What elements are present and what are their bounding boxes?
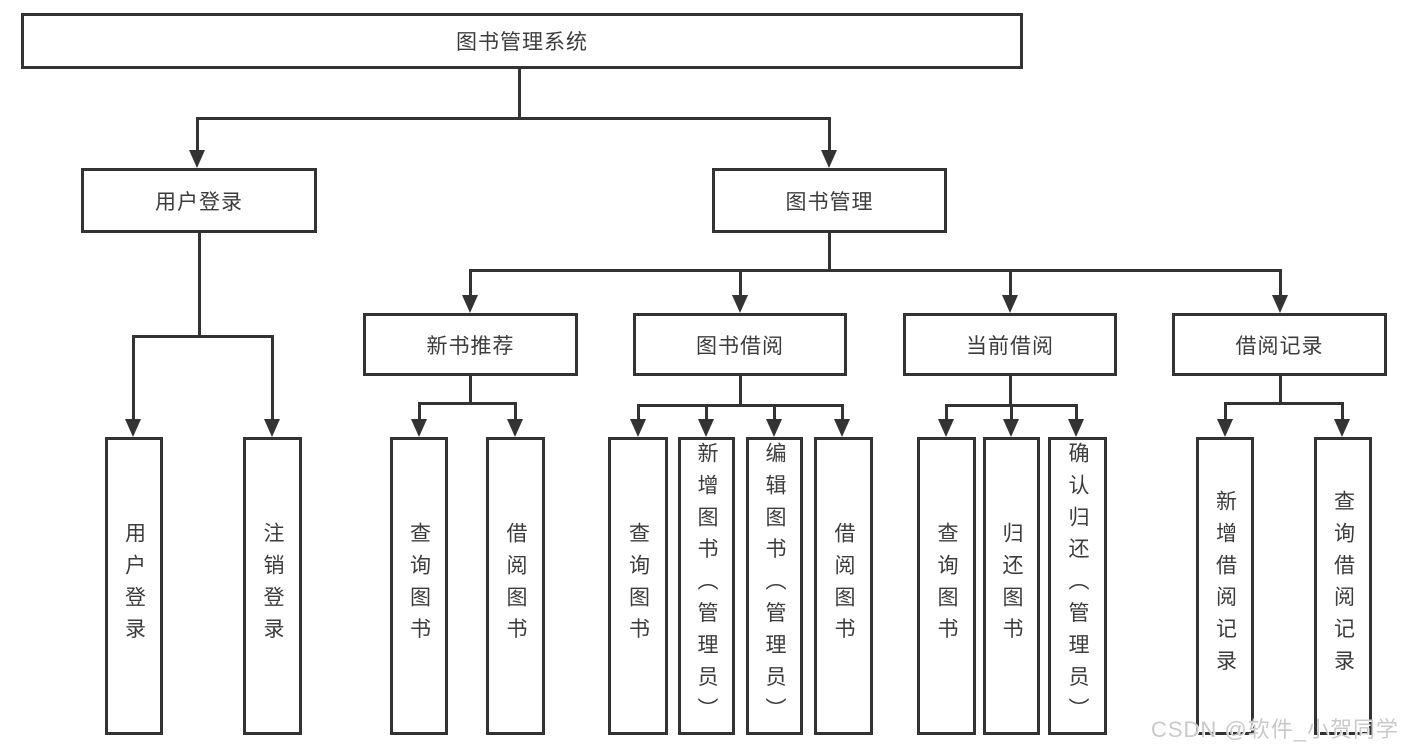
node-current-borrowing: 当前借阅 (903, 313, 1117, 376)
connector-line (469, 376, 472, 404)
leaf-confirm-return-admin: 确认归还（管理员） (1048, 437, 1107, 735)
connector-line (132, 335, 135, 419)
connector-line (1224, 402, 1344, 405)
leaf-borrow-books-label: 借阅图书 (832, 522, 855, 650)
connector-line (739, 269, 742, 295)
connector-line (514, 402, 517, 419)
leaf-borrow-books-recommend-label: 借阅图书 (504, 522, 527, 650)
connector-line (739, 376, 742, 406)
arrow-down-icon (834, 419, 850, 437)
node-book-management-label: 图书管理 (785, 190, 874, 214)
leaf-query-borrow-record-label: 查询借阅记录 (1331, 490, 1355, 682)
leaf-add-books-admin-label: 新增图书（管理员） (695, 442, 718, 730)
connector-line (469, 269, 1282, 272)
arrow-down-icon (938, 419, 954, 437)
node-new-book-recommend-label: 新书推荐 (426, 334, 515, 358)
leaf-user-login: 用户登录 (105, 437, 163, 735)
arrow-down-icon (125, 419, 141, 437)
leaf-query-books-current-label: 查询图书 (935, 522, 958, 650)
node-user-login-label: 用户登录 (155, 190, 243, 214)
node-user-login: 用户登录 (81, 168, 317, 233)
connector-line (271, 335, 274, 419)
leaf-add-books-admin: 新增图书（管理员） (678, 437, 735, 735)
arrow-down-icon (1068, 419, 1084, 437)
connector-line (1279, 376, 1282, 404)
arrow-down-icon (821, 150, 837, 168)
leaf-confirm-return-admin-label: 确认归还（管理员） (1066, 442, 1089, 730)
arrow-down-icon (630, 419, 646, 437)
arrow-down-icon (766, 419, 782, 437)
arrow-down-icon (462, 295, 478, 313)
arrow-down-icon (732, 295, 748, 313)
connector-line (1009, 376, 1012, 406)
connector-line (1010, 404, 1013, 419)
connector-line (773, 404, 776, 419)
connector-line (828, 117, 831, 150)
leaf-user-login-label: 用户登录 (122, 522, 146, 650)
connector-line (637, 404, 844, 407)
connector-line (637, 404, 640, 419)
arrow-down-icon (507, 419, 523, 437)
leaf-add-borrow-record: 新增借阅记录 (1196, 437, 1254, 735)
leaf-borrow-books: 借阅图书 (814, 437, 873, 735)
connector-line (469, 269, 472, 295)
connector-line (828, 233, 831, 271)
connector-line (198, 233, 201, 337)
leaf-query-books-borrowing-label: 查询图书 (626, 522, 650, 650)
leaf-edit-books-admin: 编辑图书（管理员） (746, 437, 803, 735)
connector-line (1224, 402, 1227, 419)
node-library-system: 图书管理系统 (21, 13, 1023, 69)
connector-line (705, 404, 708, 419)
leaf-borrow-books-recommend: 借阅图书 (486, 437, 545, 735)
connector-line (196, 117, 199, 150)
connector-line (1075, 404, 1078, 419)
leaf-edit-books-admin-label: 编辑图书（管理员） (763, 442, 786, 730)
node-library-system-label: 图书管理系统 (456, 31, 588, 54)
node-new-book-recommend: 新书推荐 (363, 313, 578, 376)
connector-line (418, 402, 516, 405)
leaf-query-books-borrowing: 查询图书 (608, 437, 668, 735)
node-current-borrowing-label: 当前借阅 (966, 334, 1054, 358)
leaf-query-books-current: 查询图书 (917, 437, 976, 735)
arrow-down-icon (411, 419, 427, 437)
connector-line (1009, 269, 1012, 295)
connector-line (945, 404, 948, 419)
leaf-query-books-recommend: 查询图书 (390, 437, 448, 735)
node-book-management: 图书管理 (712, 168, 947, 233)
arrow-down-icon (1217, 419, 1233, 437)
leaf-logout: 注销登录 (243, 437, 302, 735)
node-borrowing-records: 借阅记录 (1172, 313, 1387, 376)
connector-line (418, 402, 421, 419)
watermark: CSDN @软件_小贺同学 (1150, 717, 1399, 742)
arrow-down-icon (698, 419, 714, 437)
arrow-down-icon (189, 150, 205, 168)
arrow-down-icon (1272, 295, 1288, 313)
connector-line (132, 335, 274, 338)
arrow-down-icon (1003, 419, 1019, 437)
connector-line (518, 68, 521, 119)
arrow-down-icon (1334, 419, 1350, 437)
arrow-down-icon (264, 419, 280, 437)
leaf-query-books-recommend-label: 查询图书 (407, 522, 431, 650)
leaf-add-borrow-record-label: 新增借阅记录 (1213, 490, 1237, 682)
leaf-query-borrow-record: 查询借阅记录 (1314, 437, 1372, 735)
node-book-borrowing-label: 图书借阅 (696, 334, 784, 358)
leaf-return-books-label: 归还图书 (1000, 522, 1023, 650)
node-book-borrowing: 图书借阅 (633, 313, 847, 376)
connector-line (841, 404, 844, 419)
leaf-logout-label: 注销登录 (261, 522, 284, 650)
node-borrowing-records-label: 借阅记录 (1235, 334, 1324, 358)
connector-line (196, 117, 831, 120)
arrow-down-icon (1002, 295, 1018, 313)
leaf-return-books: 归还图书 (983, 437, 1040, 735)
connector-line (1341, 402, 1344, 419)
connector-line (1279, 269, 1282, 295)
